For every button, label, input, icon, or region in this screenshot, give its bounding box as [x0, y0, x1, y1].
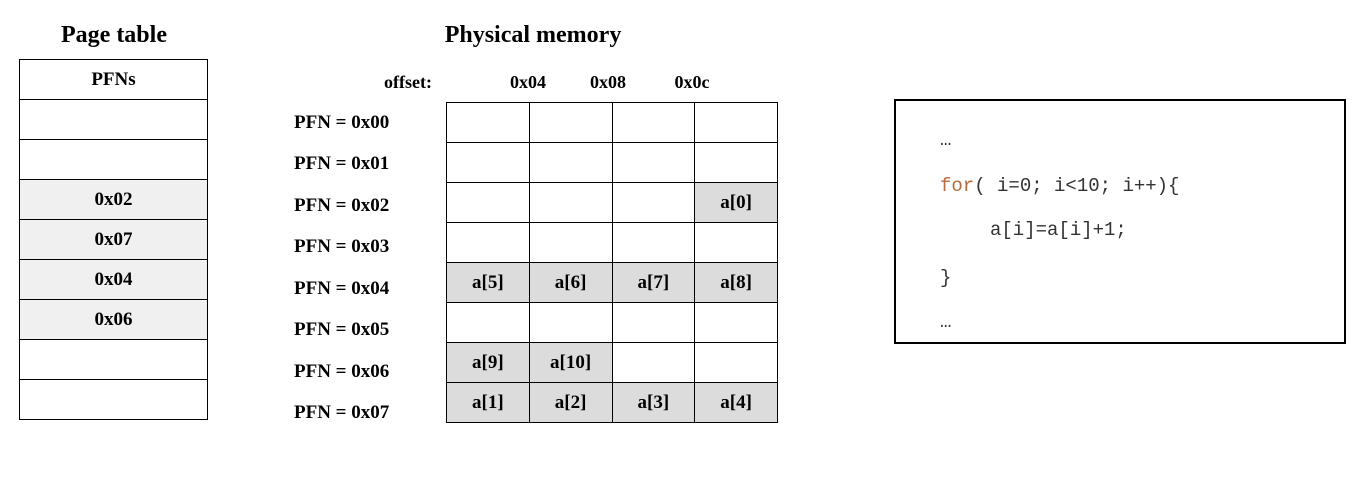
memory-cell: a[10]: [528, 342, 613, 383]
memory-row: [446, 302, 778, 343]
memory-cell: [611, 302, 696, 343]
memory-cell: a[8]: [694, 262, 778, 303]
page-table-entry: 0x07: [19, 219, 208, 260]
page-table-entry: 0x04: [19, 259, 208, 300]
pfn-label: PFN = 0x01: [294, 153, 390, 174]
page-table-header: PFNs: [19, 59, 208, 100]
pfn-label: PFN = 0x04: [294, 278, 390, 299]
offset-value: 0x0c: [674, 72, 710, 92]
memory-cell: [528, 182, 613, 223]
code-ellipsis-bottom: …: [940, 311, 952, 333]
memory-cell: [694, 342, 778, 383]
page-table: PFNs 0x02 0x07 0x04 0x06: [19, 59, 208, 420]
pfn-label: PFN = 0x02: [294, 195, 390, 216]
page-table-entry: 0x02: [19, 179, 208, 220]
memory-cell: [528, 142, 613, 183]
memory-cell: [446, 142, 530, 183]
memory-row: [446, 222, 778, 263]
memory-cell: [611, 102, 696, 143]
page-table-title: Page table: [61, 22, 167, 48]
pfn-label: PFN = 0x00: [294, 112, 390, 133]
code-loop-header: for( i=0; i<10; i++){: [940, 175, 1179, 197]
memory-row: a[1] a[2] a[3] a[4]: [446, 382, 778, 423]
memory-row: a[0]: [446, 182, 778, 223]
memory-cell: [528, 302, 613, 343]
memory-cell: [446, 182, 530, 223]
memory-cell: [611, 182, 696, 223]
memory-cell: [446, 302, 530, 343]
pfn-label: PFN = 0x05: [294, 319, 390, 340]
code-close-brace: }: [940, 267, 952, 289]
memory-cell: [611, 142, 696, 183]
memory-row: [446, 102, 778, 143]
memory-cell: a[4]: [694, 382, 778, 423]
memory-cell: [694, 102, 778, 143]
memory-cell: a[7]: [611, 262, 696, 303]
pfn-label: PFN = 0x07: [294, 402, 390, 423]
memory-cell: a[6]: [528, 262, 613, 303]
memory-cell: [446, 222, 530, 263]
offset-value: 0x08: [590, 72, 626, 92]
page-table-entry: [19, 339, 208, 380]
memory-cell: a[0]: [694, 182, 778, 223]
page-table-entry: [19, 99, 208, 140]
code-keyword-for: for: [940, 175, 975, 197]
page-table-entry: [19, 139, 208, 180]
memory-row: [446, 142, 778, 183]
offset-caption: offset:: [384, 72, 432, 92]
memory-cell: [694, 222, 778, 263]
memory-cell: [611, 342, 696, 383]
code-loop-body: a[i]=a[i]+1;: [990, 219, 1127, 241]
code-ellipsis-top: …: [940, 129, 952, 151]
memory-cell: [694, 302, 778, 343]
physical-memory-grid: a[0] a[5] a[6] a[7] a[8] a[9] a[10] a[: [446, 102, 778, 423]
memory-row: a[5] a[6] a[7] a[8]: [446, 262, 778, 303]
physical-memory-title: Physical memory: [444, 22, 622, 48]
memory-cell: [528, 222, 613, 263]
pfn-label: PFN = 0x03: [294, 236, 390, 257]
memory-cell: a[5]: [446, 262, 530, 303]
pfn-label: PFN = 0x06: [294, 361, 390, 382]
offset-value: 0x04: [510, 72, 546, 92]
memory-cell: a[3]: [611, 382, 696, 423]
memory-cell: [528, 102, 613, 143]
memory-cell: [611, 222, 696, 263]
memory-cell: [446, 102, 530, 143]
page-table-entry: [19, 379, 208, 420]
memory-cell: a[1]: [446, 382, 530, 423]
code-snippet-box: … for( i=0; i<10; i++){ a[i]=a[i]+1; } …: [894, 99, 1346, 344]
code-loop-condition: ( i=0; i<10; i++){: [974, 175, 1180, 197]
memory-cell: a[2]: [528, 382, 613, 423]
page-table-entry: 0x06: [19, 299, 208, 340]
memory-row: a[9] a[10]: [446, 342, 778, 383]
memory-cell: [694, 142, 778, 183]
memory-cell: a[9]: [446, 342, 530, 383]
